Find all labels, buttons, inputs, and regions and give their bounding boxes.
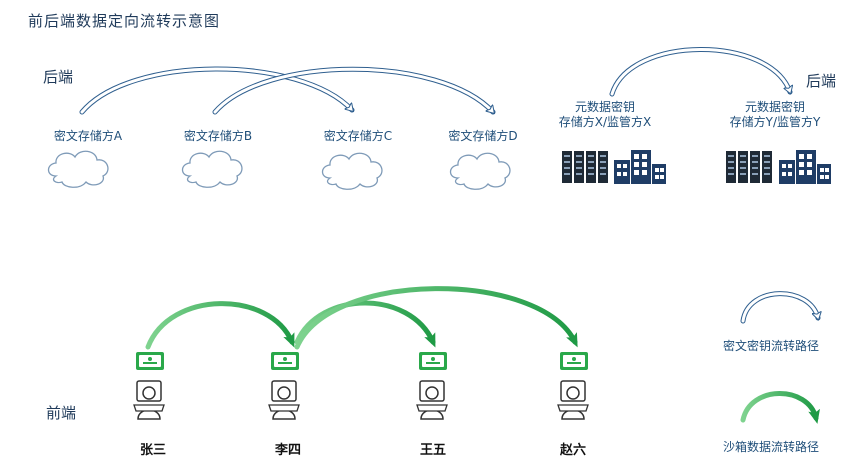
backend-label-left: 后端 xyxy=(43,68,74,86)
legend-sandbox-label: 沙箱数据流转路径 xyxy=(723,440,820,454)
person-zhangsan-icon xyxy=(133,380,165,420)
green-arc-zhangsan-to-lisi xyxy=(145,301,295,350)
key-store-x: 元数据密钥 存储方X/监管方X xyxy=(540,100,670,130)
key-store-x-line2: 存储方X/监管方X xyxy=(558,115,652,129)
storage-label-c: 密文存储方C xyxy=(323,129,393,143)
storage-label-b: 密文存储方B xyxy=(183,129,253,143)
data-card-wangwu-icon xyxy=(419,352,447,370)
arc-x-to-y xyxy=(609,47,790,97)
arc-a-to-c xyxy=(79,66,355,115)
key-store-x-line1: 元数据密钥 xyxy=(574,100,635,114)
cloud-d-icon xyxy=(449,152,511,190)
person-name-zhaoliu: 赵六 xyxy=(559,443,586,458)
key-store-y-line2: 存储方Y/监管方Y xyxy=(729,115,821,129)
green-arc-lisi-to-wangwu xyxy=(294,300,436,348)
data-card-lisi-icon xyxy=(271,352,299,370)
storage-label-d: 密文存储方D xyxy=(448,129,518,143)
person-name-wangwu: 王五 xyxy=(419,443,446,458)
building-x-icon xyxy=(614,150,666,184)
server-rack-y-icon xyxy=(726,151,772,183)
person-wangwu-icon xyxy=(416,380,448,420)
legend-hollow-arrow-icon xyxy=(740,291,818,324)
data-card-zhaoliu-icon xyxy=(560,352,588,370)
frontend-label: 前端 xyxy=(46,404,77,422)
arc-b-to-d xyxy=(212,66,496,115)
person-zhaoliu-icon xyxy=(557,380,589,420)
backend-label-right: 后端 xyxy=(806,72,837,90)
data-card-zhangsan-icon xyxy=(136,352,164,370)
legend-green-arrow-icon xyxy=(740,391,820,424)
person-lisi-icon xyxy=(268,380,300,420)
person-name-zhangsan: 张三 xyxy=(139,443,166,458)
key-store-y-line1: 元数据密钥 xyxy=(744,100,805,114)
server-rack-x-icon xyxy=(562,151,608,183)
legend-cipher-key-label: 密文密钥流转路径 xyxy=(723,339,820,353)
building-y-icon xyxy=(779,150,831,184)
green-arc-lisi-to-zhaoliu xyxy=(294,286,578,350)
cloud-b-icon xyxy=(181,150,243,188)
cloud-a-icon xyxy=(47,150,109,188)
person-name-lisi: 李四 xyxy=(274,443,301,458)
key-store-y: 元数据密钥 存储方Y/监管方Y xyxy=(710,100,840,130)
cloud-c-icon xyxy=(321,152,383,190)
storage-label-a: 密文存储方A xyxy=(53,129,123,143)
page-title: 前后端数据定向流转示意图 xyxy=(28,12,221,30)
